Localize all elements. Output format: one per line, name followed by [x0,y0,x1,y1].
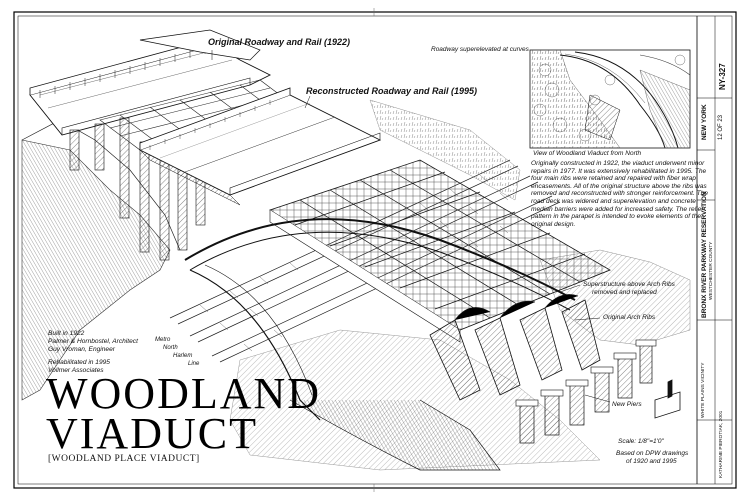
arch-base [289,399,501,471]
credit-engineer: Guy Vroman, Engineer [48,345,115,353]
label-new-piers: New Piers [612,401,642,408]
label-line: Line [188,361,200,367]
title-line2: VIADUCT [46,409,258,458]
tb-project: BRONX RIVER PARKWAY RESERVATION [701,191,708,318]
tb-credit: KATHARINE PIEROTIAK, 2001 [719,410,724,478]
left-hillside [21,139,171,401]
label-superstructure: Superstructure above Arch Ribs [583,281,675,288]
subtitle: [WOODLAND PLACE VIADUCT] [48,454,200,464]
credit-built: Built in 1922 [48,330,85,337]
label-north: North [163,345,178,351]
arch-rib-outer [184,218,576,301]
inset-view-sketch [529,49,691,149]
north-arrow [654,379,681,419]
original-arch-ribs [429,294,601,401]
label-based-on-1: Based on DPW drawings [616,450,689,457]
description-text: Originally constructed in 1922, the viad… [531,160,709,228]
credits-block: Built in 1922 Palmer & Hornbostel, Archi… [48,330,138,375]
title-line1: WOODLAND [46,369,322,418]
title-block-lines [697,149,715,201]
label-original-roadway: Original Roadway and Rail (1922) [208,37,351,47]
tb-sheet: 12 OF 23 [718,114,724,140]
label-harlem: Harlem [173,353,193,359]
tb-county: WESTCHESTER COUNTY [709,241,714,300]
leader-lines [211,50,611,403]
label-scale: Scale: 1/8"=1'0" [618,438,664,445]
label-based-on-2: of 1920 and 1995 [626,458,677,465]
inner-border [17,15,733,485]
credit-associates: Vollmer Associates [48,367,104,375]
label-superelevated: Roadway superelevated at curves [431,46,529,53]
outer-border [13,11,737,489]
reconstructed-roadway-1995 [138,87,382,206]
credit-architect: Palmer & Hornbostel, Architect [48,337,138,345]
label-view-caption: View of Woodland Viaduct from North [533,150,642,157]
tb-state: NEW YORK [701,104,708,140]
original-roadway-1922 [29,29,272,136]
credit-rehabilitated: Rehabilitated in 1995 [48,359,110,367]
tb-survey-no: NY-327 [718,63,727,90]
label-superstructure-2: removed and replaced [592,289,657,296]
label-metro: Metro [155,337,171,343]
label-reconstructed-roadway: Reconstructed Roadway and Rail (1995) [306,86,478,96]
label-arch-ribs: Original Arch Ribs [603,314,656,321]
arch-rib-left-leg [189,269,321,421]
tb-location: WHITE PLAINS VICINITY [701,362,706,418]
